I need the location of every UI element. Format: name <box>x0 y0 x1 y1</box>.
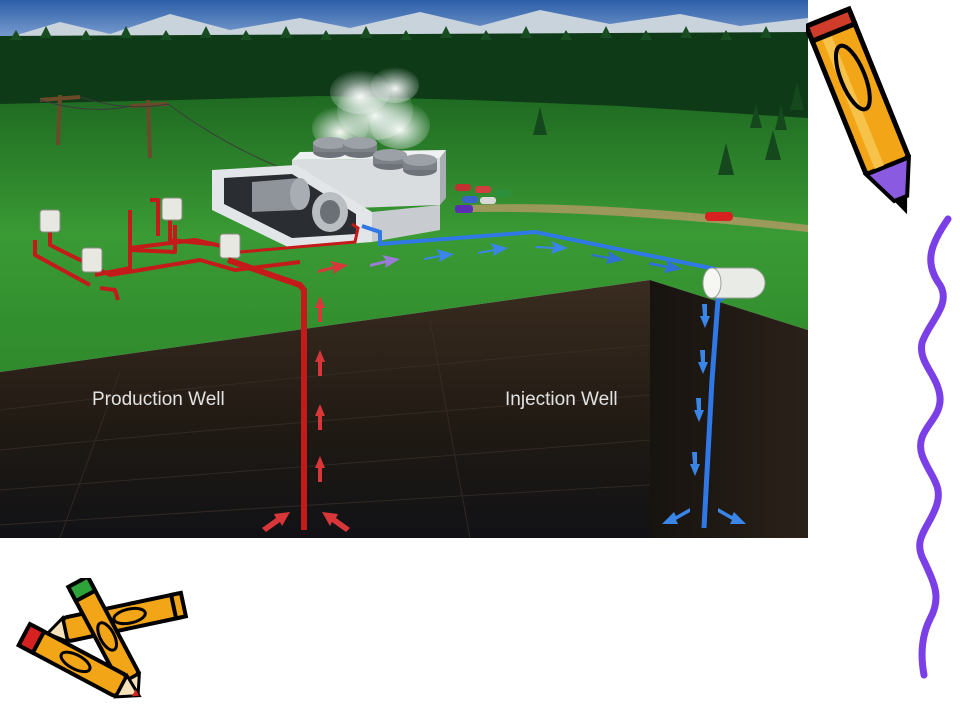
trees <box>533 82 804 175</box>
soil-strata <box>0 319 651 538</box>
parked-cars <box>455 184 733 221</box>
squiggle-line <box>916 215 952 679</box>
wellheads <box>39 197 241 273</box>
ground-cross-section <box>0 280 650 538</box>
flow-arrows-production <box>262 296 350 532</box>
flow-arrows-injection <box>662 304 746 524</box>
injection-tank <box>702 267 766 299</box>
forest-texture <box>10 26 772 40</box>
road <box>470 204 808 232</box>
injection-return-pipe <box>361 224 721 272</box>
ground-cross-section-side <box>650 280 808 538</box>
production-well-pipe <box>227 257 307 530</box>
power-plant <box>212 137 446 248</box>
production-well-label: Production Well <box>92 389 225 410</box>
hot-connector-pipe <box>239 222 360 254</box>
geothermal-diagram: Production Well Injection Well <box>0 0 808 538</box>
pencil-icon <box>806 5 912 215</box>
turbine <box>252 178 300 212</box>
crossed-pencils-icon <box>15 578 189 699</box>
injection-well-label: Injection Well <box>505 389 618 410</box>
power-poles <box>39 94 169 159</box>
flow-arrows-surface <box>318 241 682 274</box>
